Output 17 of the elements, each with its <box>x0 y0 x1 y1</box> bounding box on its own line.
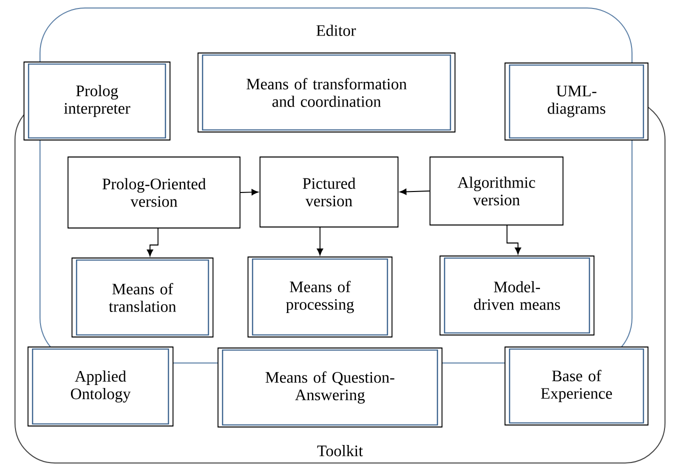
module-box: Model-driven means <box>440 256 594 336</box>
module-box: Base of Experience <box>504 346 648 426</box>
arrow <box>506 225 522 254</box>
module-box: Prolog interpreter <box>24 62 170 140</box>
arrow <box>400 188 430 195</box>
arrow <box>240 189 258 196</box>
module-box: Means of translation <box>72 258 214 338</box>
arrow <box>146 228 158 256</box>
module-box: Means of processing <box>248 256 392 338</box>
version-box: Algorithmic version <box>430 156 564 226</box>
arrow <box>316 227 324 256</box>
module-box: UML-diagrams <box>504 62 648 140</box>
module-box: Means of transformation and coordination <box>198 52 456 132</box>
module-box: Applied Ontology <box>28 346 174 426</box>
version-box: Prolog-Oriented version <box>68 156 240 228</box>
module-box: Means of Question-Answering <box>218 348 442 428</box>
version-box: Pictured version <box>260 156 398 228</box>
